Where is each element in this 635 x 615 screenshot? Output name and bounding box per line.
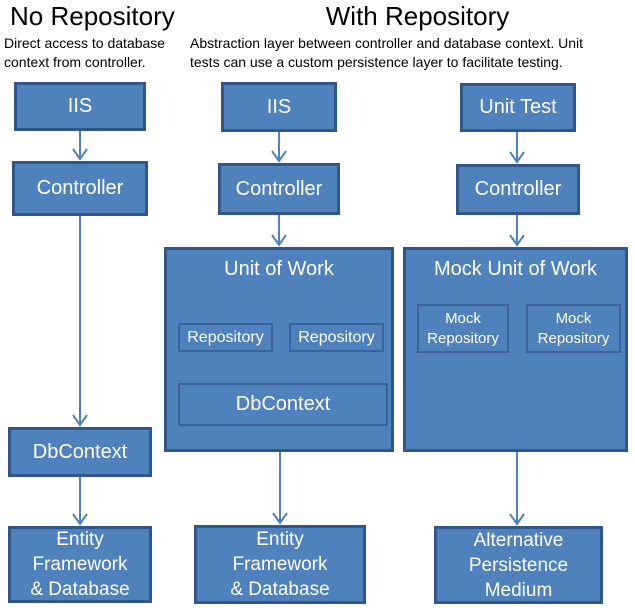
mock-unit-of-work-label: Mock Unit of Work (434, 258, 597, 280)
arrow-left-controller-to-dbcontext (72, 216, 88, 427)
arrow-mid-unitofwork-to-persistence (272, 452, 288, 525)
node-controller-mid: Controller (218, 163, 340, 215)
node-controller-left: Controller (12, 161, 148, 216)
unit-of-work-label: Unit of Work (224, 258, 334, 280)
arrow-left-dbcontext-to-persistence (72, 477, 88, 526)
arrow-mid-controller-to-unitofwork (271, 215, 287, 247)
arrow-left-iis-to-controller (72, 131, 88, 161)
no-repository-subtitle: Direct access to database context from c… (4, 35, 166, 70)
node-repository-2: Repository (289, 323, 384, 352)
arrow-right-mockunitofwork-to-persistence (509, 452, 525, 526)
node-repository-1: Repository (178, 323, 273, 352)
no-repository-title: No Repository (10, 1, 175, 31)
node-dbcontext-left: DbContext (8, 427, 152, 477)
arrow-right-controller-to-mockunitofwork (509, 215, 525, 247)
node-entity-framework-left: Entity Framework & Database (8, 526, 152, 603)
with-repository-title: With Repository (325, 1, 510, 31)
node-dbcontext-inner: DbContext (178, 383, 388, 426)
with-repository-subtitle: Abstraction layer between controller and… (190, 35, 584, 70)
node-mock-repository-1: Mock Repository (417, 304, 509, 353)
node-unit-test: Unit Test (460, 83, 576, 132)
node-iis-left: IIS (14, 82, 146, 131)
arrow-right-unittest-to-controller (509, 132, 525, 164)
node-mock-unit-of-work: Mock Unit of Work Mock Repository Mock R… (403, 247, 628, 452)
node-unit-of-work: Unit of Work Repository Repository DbCon… (164, 247, 394, 452)
node-alternative-persistence: Alternative Persistence Medium (434, 526, 603, 604)
node-entity-framework-mid: Entity Framework & Database (194, 525, 366, 604)
node-iis-mid: IIS (221, 82, 337, 132)
arrow-mid-iis-to-controller (271, 132, 287, 163)
node-controller-right: Controller (456, 164, 580, 215)
node-mock-repository-2: Mock Repository (526, 304, 621, 353)
